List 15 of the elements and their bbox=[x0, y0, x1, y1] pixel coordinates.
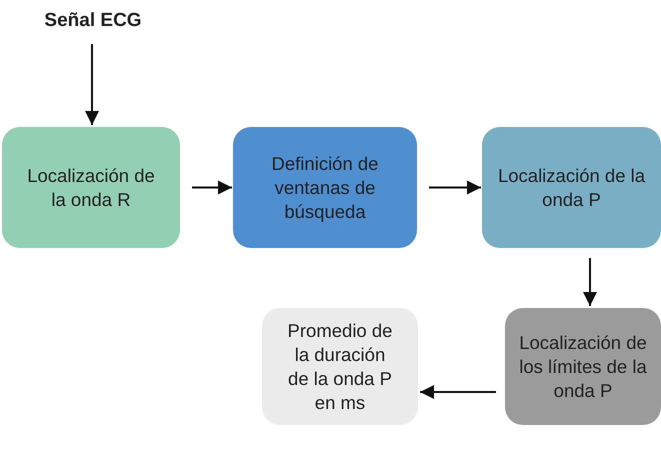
arrow bbox=[192, 180, 232, 194]
box-text: Localización de la onda R bbox=[26, 164, 156, 212]
arrow bbox=[420, 385, 496, 399]
process-box bbox=[482, 127, 661, 248]
arrow bbox=[583, 258, 597, 306]
process-box bbox=[233, 127, 417, 248]
box-text: Localización de los límites de la onda P bbox=[518, 330, 648, 402]
arrow bbox=[429, 180, 481, 194]
title-text: Señal ECG bbox=[44, 9, 142, 33]
process-box bbox=[505, 308, 661, 425]
box-text: Definición de ventanas de búsqueda bbox=[270, 152, 380, 224]
arrow bbox=[85, 44, 99, 125]
process-box bbox=[2, 127, 180, 248]
box-text: Localización de la onda P bbox=[496, 164, 646, 212]
box-text: Promedio de la duración de la onda P en ms bbox=[286, 318, 394, 414]
